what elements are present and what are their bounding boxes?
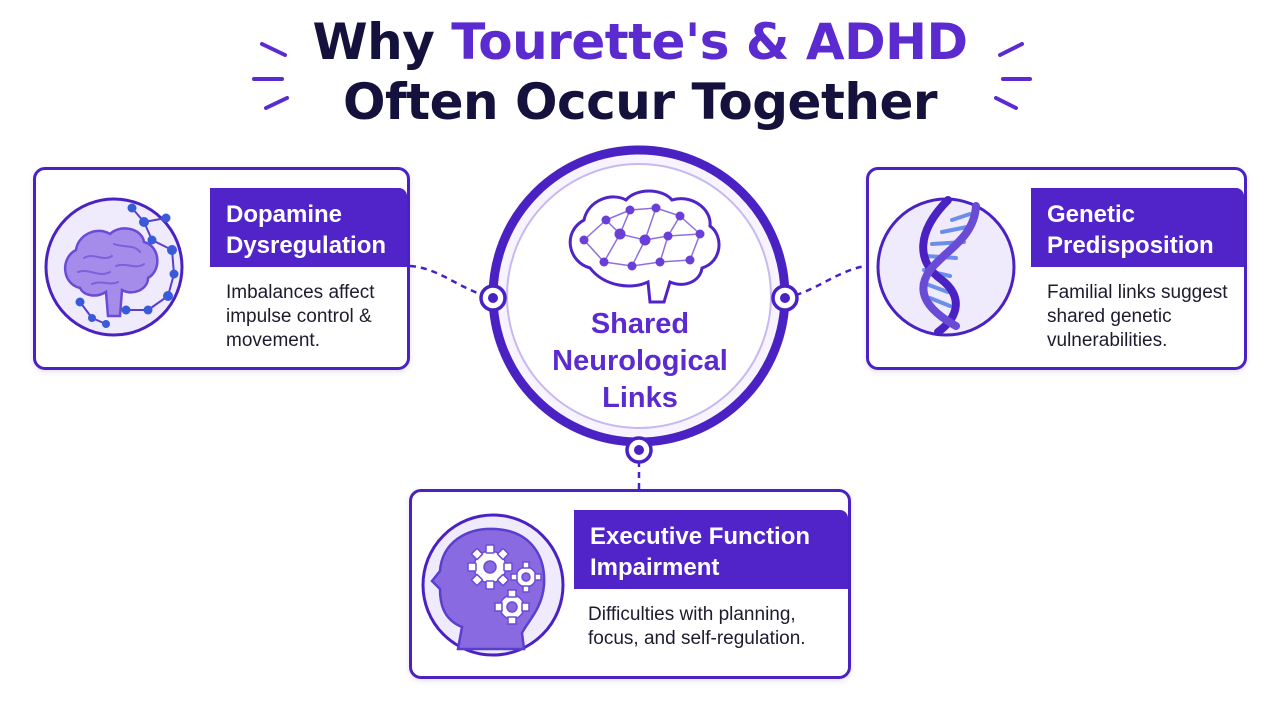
title-prefix: Why bbox=[312, 13, 452, 71]
card-dopamine-body-line-2: impulse control & bbox=[226, 306, 372, 327]
dna-helix-icon bbox=[876, 196, 1016, 337]
card-dopamine-description: Imbalances affect impulse control & move… bbox=[226, 281, 406, 353]
connector-node-bottom bbox=[625, 436, 653, 464]
card-executive-heading: Executive Function Impairment bbox=[574, 510, 848, 589]
connector-node-left bbox=[479, 284, 507, 312]
card-genetic-heading-line-1: Genetic bbox=[1047, 201, 1136, 228]
title-sparkle-left bbox=[252, 42, 289, 110]
connector-genetic bbox=[784, 264, 867, 300]
card-genetic-body-line-2: shared genetic bbox=[1047, 306, 1172, 327]
card-executive-function: Executive Function Impairment Difficulti… bbox=[409, 489, 851, 679]
center-label: Shared Neurological Links bbox=[520, 306, 760, 417]
card-genetic-heading: Genetic Predisposition bbox=[1031, 188, 1244, 267]
gear-icon bbox=[467, 544, 513, 590]
center-label-line-2: Neurological bbox=[552, 345, 728, 377]
page-title: Why Tourette's & ADHD Often Occur Togeth… bbox=[0, 12, 1280, 132]
card-genetic-body-line-3: vulnerabilities. bbox=[1047, 330, 1168, 351]
card-genetic-predisposition: Genetic Predisposition Familial links su… bbox=[866, 167, 1247, 370]
card-executive-heading-line-2: Impairment bbox=[590, 554, 720, 581]
card-executive-description: Difficulties with planning, focus, and s… bbox=[588, 603, 846, 651]
title-line-2: Often Occur Together bbox=[342, 73, 938, 131]
card-genetic-description: Familial links suggest shared genetic vu… bbox=[1047, 281, 1245, 353]
center-brain-network-icon bbox=[568, 189, 721, 304]
center-label-line-1: Shared bbox=[590, 308, 690, 340]
card-executive-body-line-2: focus, and self-regulation. bbox=[588, 628, 806, 649]
card-genetic-body-line-1: Familial links suggest bbox=[1047, 282, 1228, 303]
card-dopamine-heading: Dopamine Dysregulation bbox=[210, 188, 407, 267]
connector-node-right bbox=[771, 284, 799, 312]
center-label-line-3: Links bbox=[602, 382, 678, 414]
card-genetic-heading-line-2: Predisposition bbox=[1047, 232, 1214, 259]
title-sparkle-right bbox=[994, 42, 1032, 110]
card-dopamine-heading-line-2: Dysregulation bbox=[226, 232, 387, 259]
card-dopamine-heading-line-1: Dopamine bbox=[226, 201, 343, 228]
brain-network-icon bbox=[44, 197, 184, 337]
card-dopamine-body-line-3: movement. bbox=[226, 330, 320, 351]
title-highlight: Tourette's & ADHD bbox=[451, 13, 968, 71]
card-executive-body-line-1: Difficulties with planning, bbox=[588, 604, 796, 625]
card-executive-heading-line-1: Executive Function bbox=[590, 523, 811, 550]
card-dopamine-body-line-1: Imbalances affect bbox=[226, 282, 375, 303]
head-gears-icon bbox=[421, 513, 565, 657]
title-line-1: Why Tourette's & ADHD bbox=[0, 12, 1280, 72]
card-dopamine-dysregulation: Dopamine Dysregulation Imbalances affect… bbox=[33, 167, 410, 370]
